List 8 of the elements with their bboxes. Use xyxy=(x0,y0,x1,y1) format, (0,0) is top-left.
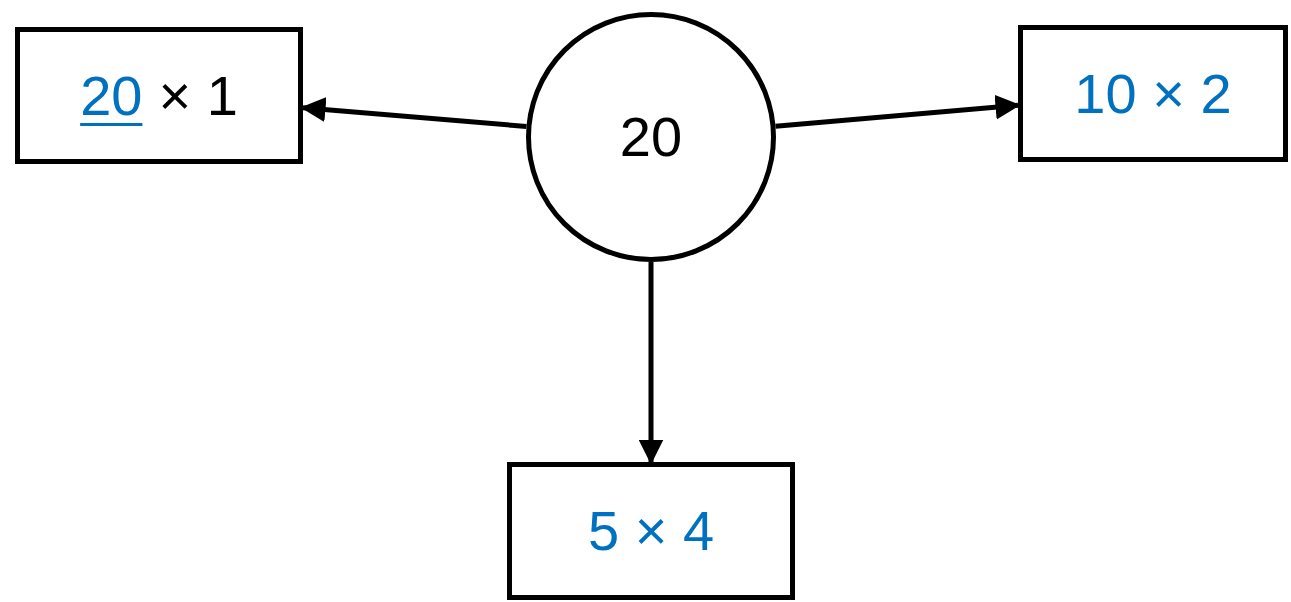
factor-box xyxy=(15,27,303,164)
factor-label: 10 × 2 xyxy=(1074,65,1232,122)
number-label: 20 xyxy=(619,109,683,165)
factor-box xyxy=(507,462,795,600)
factor-box xyxy=(1018,25,1288,162)
factor-label: 20 xyxy=(80,67,143,124)
factor-label: 5 × 4 xyxy=(587,503,715,559)
factor-label: × 1 xyxy=(158,67,238,124)
